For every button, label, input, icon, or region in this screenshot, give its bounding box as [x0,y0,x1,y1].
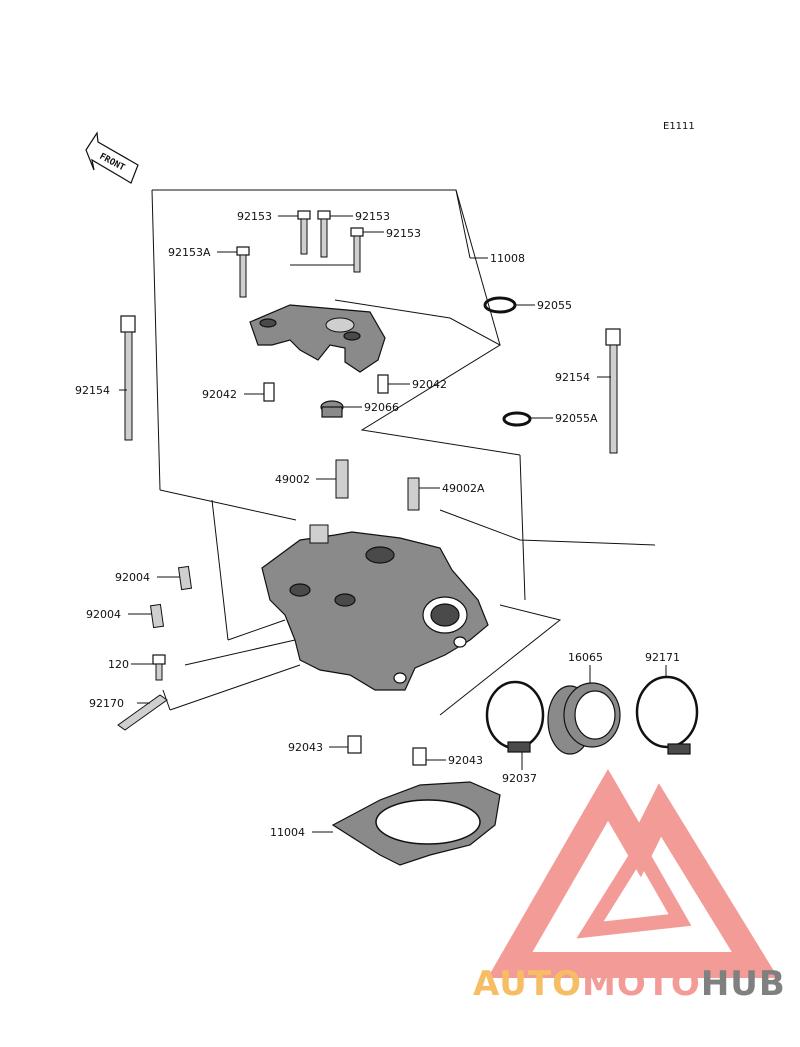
bolt-92153a [236,246,250,298]
part-labels: 92153 92153 92153 92153A 11008 92055 921… [75,210,680,839]
bolt-92154-left [120,315,136,441]
o-ring-92055a [502,411,532,427]
part-label: 16065 [568,651,603,664]
group-bracket-upper [151,189,521,521]
logo-inner-icon [576,836,692,939]
part-label: 92170 [89,697,124,710]
part-label: 11004 [270,826,305,839]
part-label: 92037 [502,772,537,785]
group-bracket-left [162,499,301,711]
cylinder-head [261,524,489,691]
part-label: 92043 [288,741,323,754]
dowel-92043-right [412,747,427,766]
valve-guide-49002 [335,459,349,499]
part-label: 92066 [364,401,399,414]
leader-lines [119,215,667,833]
logo-text-auto: AUTO [473,964,582,1004]
logo-text-hub: HUB [701,964,786,1004]
part-label: 49002A [442,482,485,495]
front-arrow-icon: FRONT [85,131,139,184]
stud-92004-b [149,603,165,629]
part-label: 120 [108,658,129,671]
part-label: 92154 [75,384,110,397]
part-label: 92153A [168,246,211,259]
clamp-92037 [485,680,545,753]
part-label: 92055 [537,299,572,312]
logo-text-moto: MOTO [582,964,701,1004]
part-label: 92153 [355,210,390,223]
part-label: 92154 [555,371,590,384]
head-gasket-11004 [331,781,501,866]
part-label: 92055A [555,412,598,425]
part-label: 92004 [86,608,121,621]
part-label: 92171 [645,651,680,664]
bolt-92153-b [317,210,331,258]
part-label: 92042 [412,378,447,391]
dowel-92043-left [347,735,362,754]
part-label: 92153 [386,227,421,240]
part-label: 92153 [237,210,272,223]
group-bracket-right [439,454,656,716]
logo-triangle-icon [487,769,779,978]
valve-guide-49002a [407,477,420,511]
part-label: 49002 [275,473,310,486]
o-ring-92055 [483,296,517,314]
logo-text: AUTOMOTOHUB [473,964,786,1004]
clamp-92171 [635,675,699,755]
watermark-logo: AUTOMOTOHUB [473,769,786,1004]
diagram-code: E1111 [663,121,695,132]
plug-92066 [320,400,344,418]
bracket-92170 [117,694,168,731]
camshaft-holder [249,304,386,373]
bolt-92153-a [297,210,311,255]
part-label: 11008 [490,252,525,265]
part-label: 92043 [448,754,483,767]
stud-92004-a [177,565,193,591]
dowel-92042-left [263,382,275,402]
bolt-92154-right [605,328,621,454]
part-label: 92004 [115,571,150,584]
dowel-92042-right [377,374,389,394]
part-label: 92042 [202,388,237,401]
bolt-120 [152,654,166,681]
carburetor-holder-16065 [547,682,621,755]
